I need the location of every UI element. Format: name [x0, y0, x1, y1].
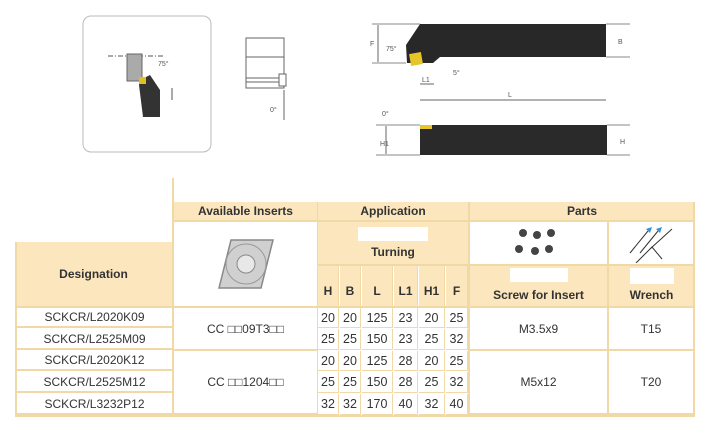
- dim-header-B: B: [340, 266, 361, 306]
- dim-header-L: L: [362, 266, 393, 306]
- dim-cell: 32: [446, 372, 468, 393]
- wrench-size-cell: T15: [609, 308, 693, 351]
- dim-cell: 23: [394, 308, 418, 328]
- dim-label: H: [620, 139, 625, 146]
- screw-image: [470, 222, 607, 264]
- designation-header: Designation: [15, 242, 172, 306]
- wrench-size-cell: T20: [609, 351, 693, 415]
- dim-cell: 25: [318, 329, 339, 350]
- dim-cell: 25: [446, 351, 468, 371]
- dim-cell: 23: [394, 329, 418, 350]
- dim-cell: 125: [362, 351, 393, 371]
- dim-label: B: [618, 39, 623, 46]
- insert-image: [174, 222, 317, 306]
- dim-cell: 32: [318, 394, 339, 415]
- dim-cell: 20: [318, 351, 339, 371]
- dim-cell: 20: [419, 308, 445, 328]
- screw-header-label: Screw for Insert: [493, 288, 584, 302]
- dim-cell: 28: [394, 351, 418, 371]
- dim-cell: 150: [362, 329, 393, 350]
- dim-label: F: [370, 41, 374, 48]
- top-view-holder: [406, 24, 606, 63]
- dim-cell: 25: [446, 308, 468, 328]
- ccmt-insert-icon: [217, 239, 274, 289]
- dim-cell: 25: [419, 372, 445, 393]
- insert-code-cell: CC □□09T3□□: [174, 308, 317, 351]
- dim-header-H1: H1: [419, 266, 445, 306]
- designation-cell: SCKCR/L2020K12: [17, 351, 172, 371]
- dim-cell: 32: [419, 394, 445, 415]
- designation-cell: SCKCR/L2525M09: [17, 329, 172, 350]
- dim-header-F: F: [446, 266, 468, 306]
- designation-cell: SCKCR/L2020K09: [17, 308, 172, 328]
- dim-cell: 20: [318, 308, 339, 328]
- dim-cell: 25: [340, 329, 361, 350]
- end-view: [245, 37, 285, 89]
- dim-cell: 125: [362, 308, 393, 328]
- side-view-holder: [420, 125, 607, 155]
- dim-cell: 40: [394, 394, 418, 415]
- dim-cell: 150: [362, 372, 393, 393]
- dim-header-L1: L1: [394, 266, 418, 306]
- dim-cell: 25: [340, 372, 361, 393]
- tool-holder-drawings: 75° 0° F 75° 5° L1 L B H1 0° H: [82, 15, 630, 156]
- dim-cell: 32: [340, 394, 361, 415]
- dim-label: L: [508, 92, 512, 99]
- wrench-image: [609, 222, 694, 264]
- dim-cell: 25: [318, 372, 339, 393]
- turning-label: Turning: [371, 245, 415, 259]
- angle-label: 0°: [382, 110, 389, 118]
- insert-code-cell: CC □□1204□□: [174, 351, 317, 415]
- dim-cell: 20: [340, 351, 361, 371]
- wrench-icon: [629, 227, 672, 263]
- dim-label: H1: [380, 141, 389, 148]
- dim-cell: 40: [446, 394, 468, 415]
- dim-cell: 20: [419, 351, 445, 371]
- angle-label: 75°: [386, 45, 397, 53]
- dim-cell: 28: [394, 372, 418, 393]
- designation-cell: SCKCR/L2525M12: [17, 372, 172, 393]
- wrench-header: Wrench: [609, 266, 694, 306]
- dim-label: L1: [422, 77, 430, 84]
- dim-cell: 25: [419, 329, 445, 350]
- screw-header: Screw for Insert: [470, 266, 607, 306]
- dim-header-H: H: [318, 266, 339, 306]
- screw-size-cell: M5x12: [470, 351, 607, 415]
- angle-label: 75°: [158, 60, 169, 68]
- screw-icon: [514, 229, 555, 255]
- turning-cell: Turning: [318, 222, 468, 264]
- dim-cell: 170: [362, 394, 393, 415]
- dim-cell: 32: [446, 329, 468, 350]
- screw-size-cell: M3.5x9: [470, 308, 607, 351]
- designation-cell: SCKCR/L3232P12: [17, 394, 172, 415]
- inserts-header: Available Inserts: [174, 202, 317, 220]
- parts-header: Parts: [470, 202, 694, 220]
- application-header: Application: [318, 202, 468, 220]
- angle-label: 5°: [453, 69, 460, 77]
- angle-label: 0°: [270, 106, 277, 114]
- dim-cell: 20: [340, 308, 361, 328]
- wrench-header-label: Wrench: [629, 288, 674, 302]
